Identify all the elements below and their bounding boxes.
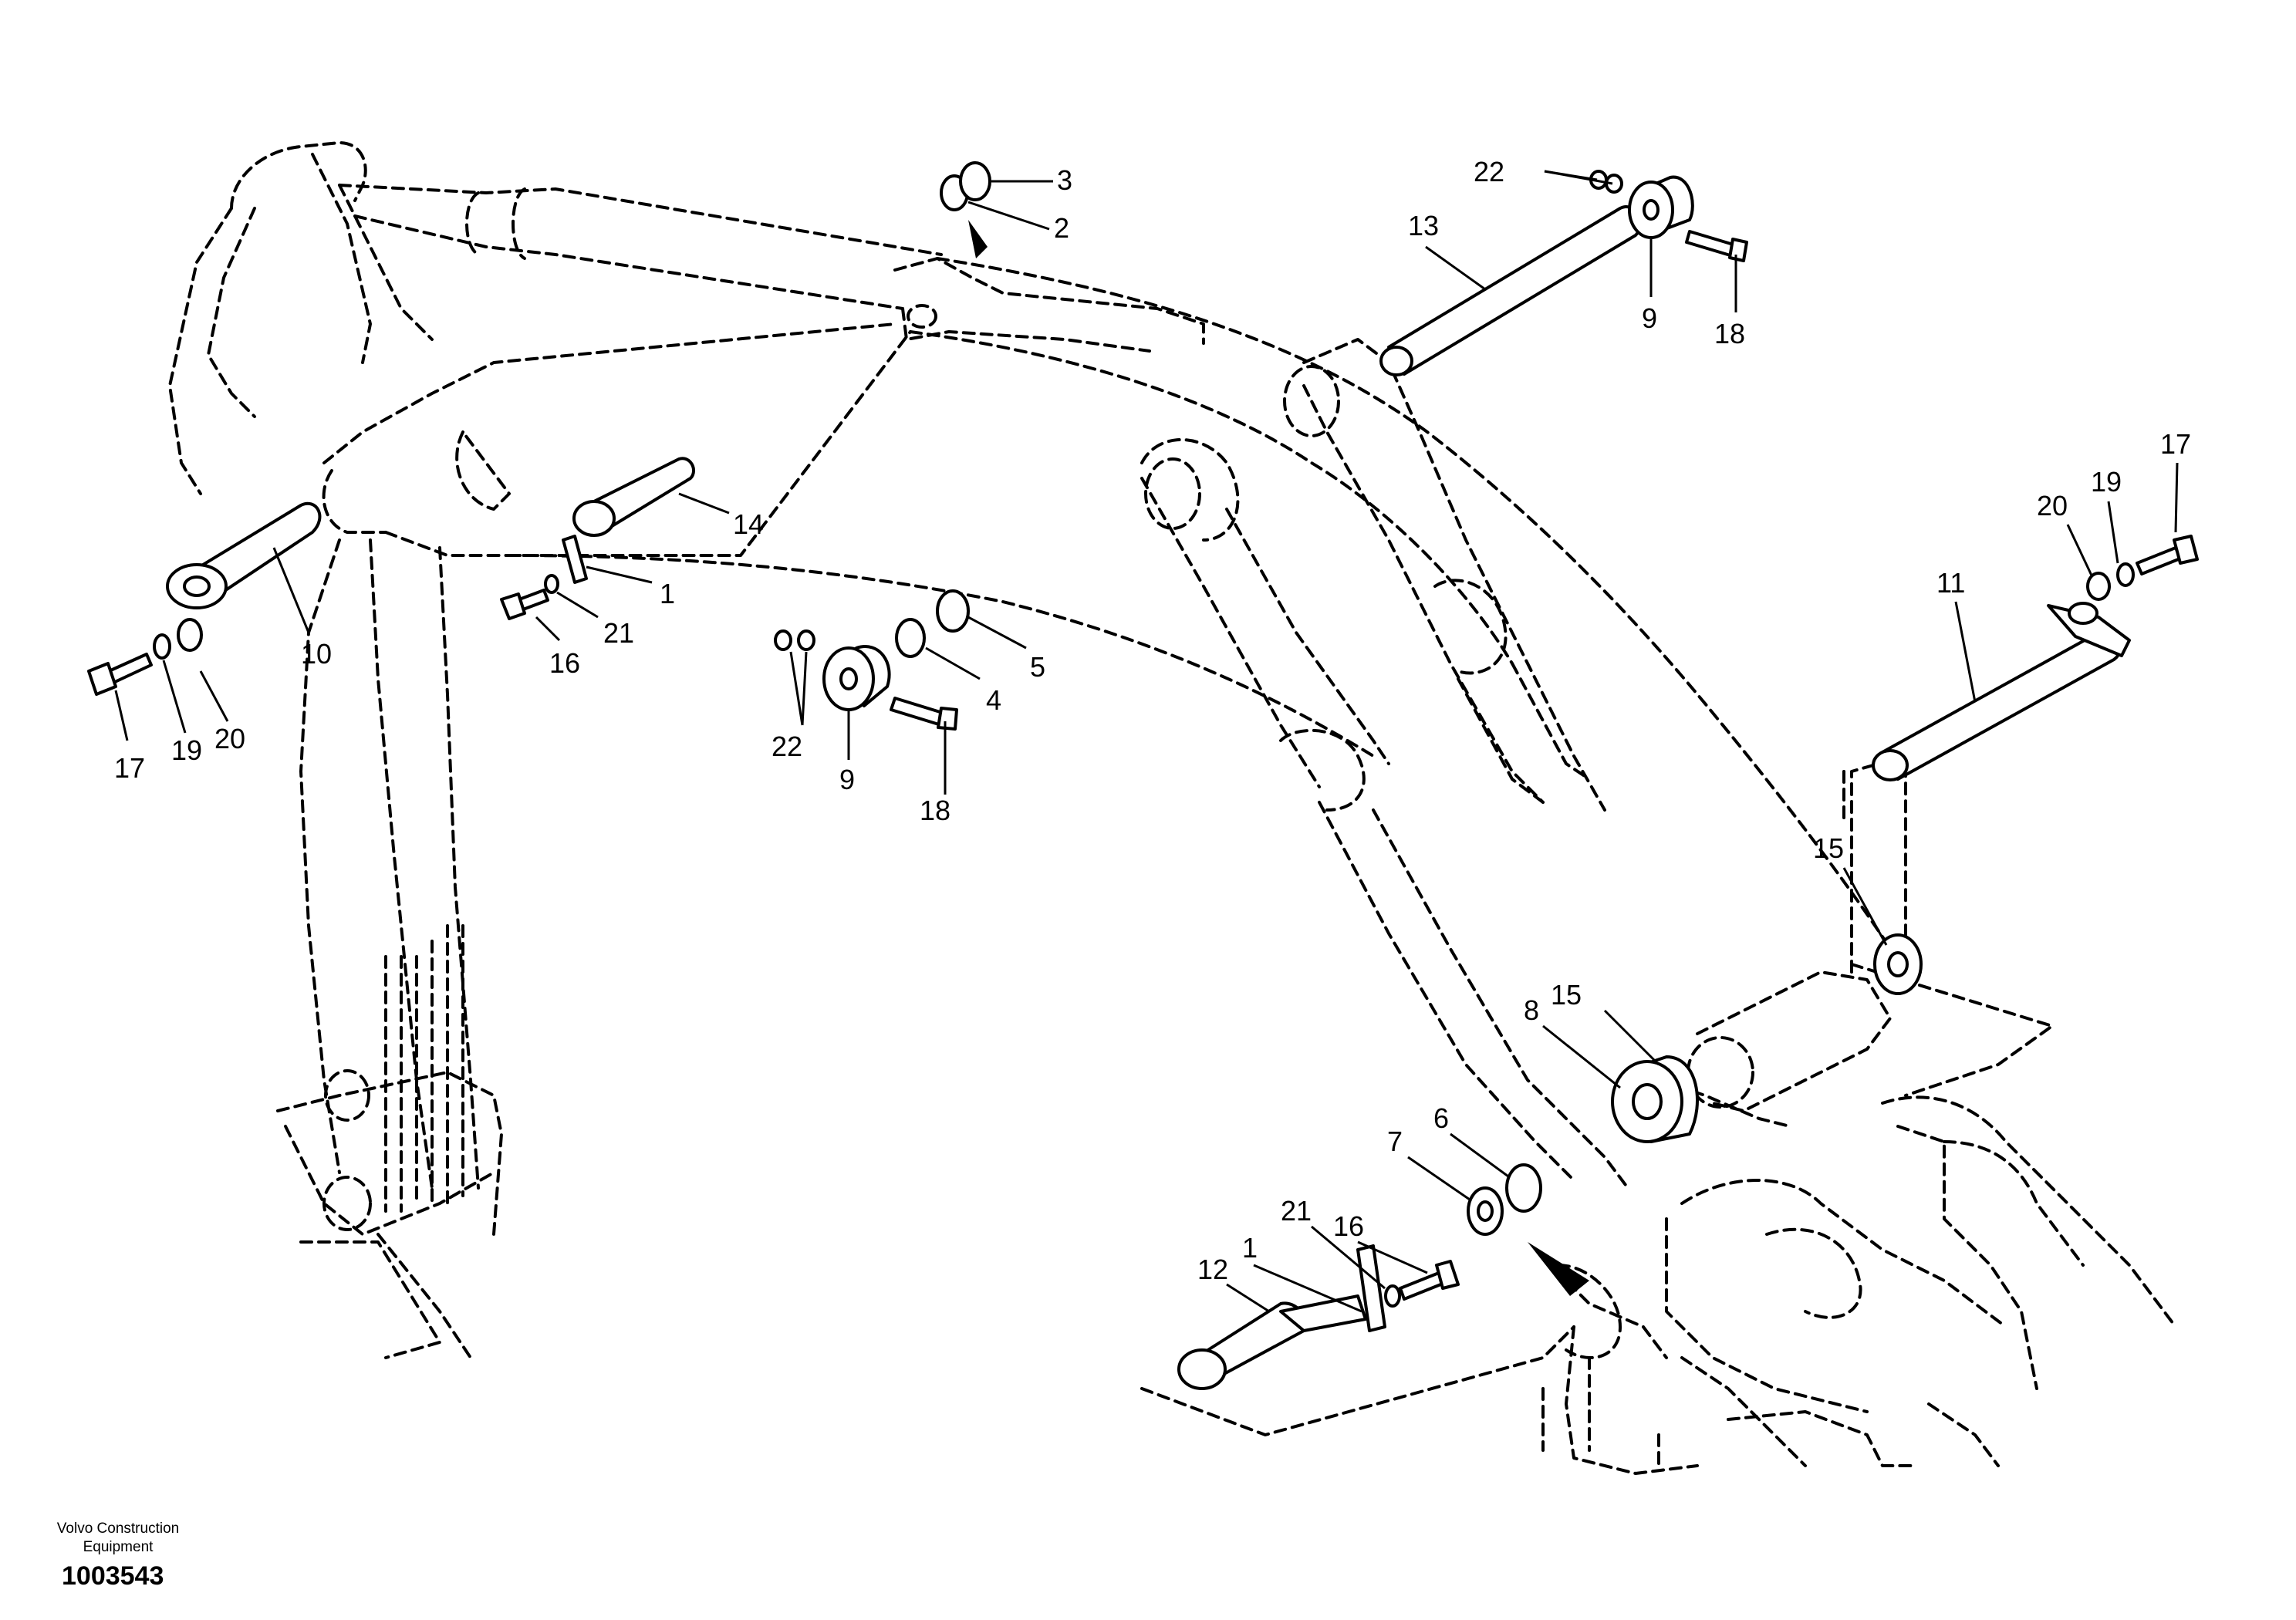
callout-12: 12 — [1197, 1254, 1228, 1285]
callout-15-left: 15 — [1551, 979, 1582, 1011]
part-8-15-bushings — [1611, 1055, 1699, 1143]
brand-label: Volvo Construction Equipment — [37, 1520, 199, 1557]
callout-16-lower: 16 — [1333, 1210, 1364, 1242]
callout-13: 13 — [1408, 210, 1439, 241]
callout-21-upper: 21 — [603, 617, 634, 649]
callout-18-middle: 18 — [920, 795, 950, 826]
callout-22-top: 22 — [1474, 156, 1504, 187]
callout-16-upper: 16 — [549, 647, 580, 679]
part-10-pin — [166, 501, 322, 609]
callout-17-right: 17 — [2160, 428, 2191, 460]
part-17-19-20-right — [2086, 535, 2199, 601]
callout-17-left: 17 — [114, 752, 145, 784]
drawing-number: 1003543 — [62, 1561, 164, 1591]
part-9-18-22-top — [1589, 170, 1748, 262]
part-1-21-16-lower — [1356, 1244, 1460, 1332]
callout-1-upper: 1 — [660, 578, 675, 609]
callout-4: 4 — [986, 684, 1001, 716]
part-11-pin — [1872, 602, 2131, 781]
callout-22-middle: 22 — [772, 731, 802, 762]
callout-1-lower: 1 — [1242, 1232, 1258, 1264]
part-12-pin-lower — [1177, 1294, 1367, 1390]
part-14-pin — [572, 457, 695, 537]
callout-15-right: 15 — [1813, 832, 1844, 864]
callout-5: 5 — [1030, 651, 1045, 683]
leader-lines — [114, 170, 2179, 1313]
part-17-19-20-left — [87, 618, 203, 696]
callout-19-left: 19 — [171, 734, 202, 766]
callout-21-lower: 21 — [1281, 1195, 1312, 1227]
part-13-pin — [1379, 205, 1642, 376]
part-2-3-washers — [940, 161, 991, 211]
brand-line-2: Equipment — [83, 1539, 154, 1555]
callout-10: 10 — [301, 638, 332, 670]
part-6-7-washers — [1467, 1163, 1589, 1296]
callout-9-top: 9 — [1642, 302, 1657, 334]
boom-outline — [168, 141, 2177, 1475]
callout-2: 2 — [1054, 212, 1069, 244]
part-15-washer-right — [1873, 933, 1923, 995]
callout-14: 14 — [733, 508, 764, 540]
brand-line-1: Volvo Construction — [56, 1520, 180, 1537]
callout-7: 7 — [1387, 1126, 1403, 1157]
callout-9-middle: 9 — [839, 764, 855, 795]
callout-8: 8 — [1524, 994, 1539, 1026]
part-1-plate-upper — [500, 535, 588, 620]
callout-6: 6 — [1433, 1102, 1449, 1134]
pointer-arrow-top — [968, 220, 988, 258]
callout-18-top: 18 — [1714, 318, 1745, 349]
part-4-5-9-18-22-middle — [774, 589, 970, 731]
callout-3: 3 — [1057, 164, 1072, 196]
callouts: 3 2 22 13 9 18 17 19 20 11 14 1 21 16 5 … — [114, 156, 2191, 1285]
callout-20-right: 20 — [2037, 490, 2068, 521]
callout-20-left: 20 — [214, 723, 245, 754]
callout-19-right: 19 — [2091, 466, 2122, 498]
callout-11: 11 — [1936, 567, 1965, 599]
